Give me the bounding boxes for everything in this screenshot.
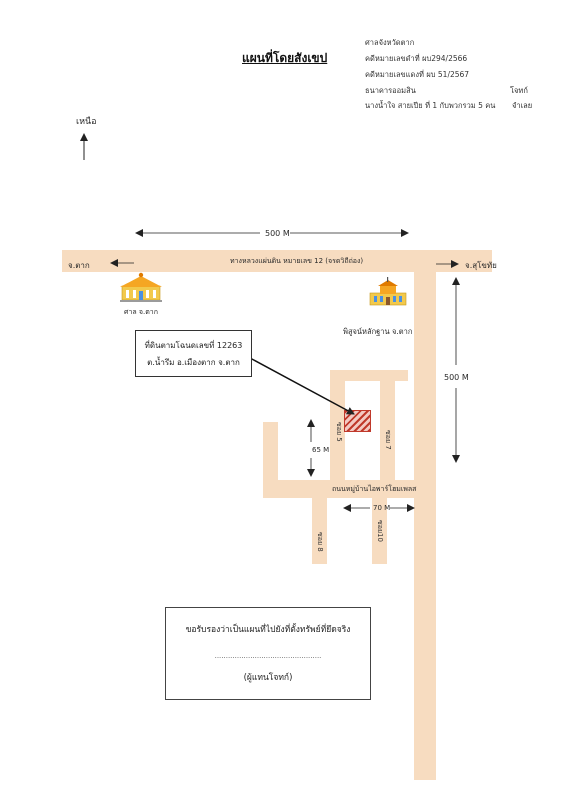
highway-label: ทางหลวงแผ่นดิน หมายเลข 12 (จรดวิถีถ่อง) xyxy=(230,257,364,265)
soi-8-road xyxy=(312,498,327,564)
map-title: แผนที่โดยสังเขป xyxy=(242,51,328,65)
to-tak-label: จ.ตาก xyxy=(68,261,90,270)
village-road xyxy=(263,480,414,498)
distance-top-label: 500 M xyxy=(265,229,290,238)
north-label: เหนือ xyxy=(76,117,97,127)
museum-building-icon xyxy=(369,277,407,306)
soi-7-label: ซอย 7 xyxy=(384,430,392,450)
callout-location: ต.น้ำรึม อ.เมืองตาก จ.ตาก xyxy=(147,357,240,367)
header-court: ศาลจังหวัดตาก xyxy=(365,38,415,47)
to-sukhothai-label: จ.สุโขทัย xyxy=(465,261,497,270)
header-red-case: คดีหมายเลขแดงที่ ผบ 51/2567 xyxy=(365,70,470,79)
certifier-role: (ผู้แทนโจทก์) xyxy=(243,673,293,683)
soi-10-road xyxy=(372,498,387,564)
signature-line: ........................................… xyxy=(214,652,322,660)
upper-connector-road xyxy=(330,370,408,381)
museum-label: พิสูจน์หลักฐาน จ.ตาก xyxy=(343,327,413,336)
court-label: ศาล จ.ตาก xyxy=(124,308,158,316)
left-stub-road xyxy=(263,422,278,487)
soi-5-road xyxy=(330,370,345,480)
soi-8-label: ซอย 8 xyxy=(316,532,324,552)
plaintiff-label: โจทก์ xyxy=(510,86,528,95)
header-defendant: นางน้ำใจ สายเปีย ที่ 1 กับพวกรวม 5 คน xyxy=(365,101,496,110)
highway-road xyxy=(62,250,492,272)
certification-box: ขอรับรองว่าเป็นแผนที่ไปยังที่ตั้งทรัพย์ท… xyxy=(165,607,371,700)
village-road-label: ถนนหมู่บ้านไอพาร์โฮมเพลส xyxy=(332,485,417,493)
court-building-icon xyxy=(120,272,162,302)
callout-deed-number: ที่ดินตามโฉนดเลขที่ 12263 xyxy=(144,340,243,350)
header-black-case: คดีหมายเลขดำที่ ผบ294/2566 xyxy=(365,54,468,63)
header-plaintiff: ธนาคารออมสิน xyxy=(365,86,416,95)
defendant-label: จำเลย xyxy=(512,101,533,110)
land-callout-box: ที่ดินตามโฉนดเลขที่ 12263 ต.น้ำรึม อ.เมื… xyxy=(135,330,252,377)
soi-5-label: ซอย 5 xyxy=(335,422,343,442)
callout-pointer xyxy=(249,357,355,415)
main-vertical-road xyxy=(414,272,436,780)
soi-7-road xyxy=(380,370,395,480)
soi-10-label: ซอย10 xyxy=(376,520,384,542)
certification-text: ขอรับรองว่าเป็นแผนที่ไปยังที่ตั้งทรัพย์ท… xyxy=(185,625,351,635)
land-parcel xyxy=(344,410,371,432)
distance-65-label: 65 M xyxy=(312,446,330,454)
distance-right-label: 500 M xyxy=(444,373,469,382)
distance-70-label: 70 M xyxy=(373,504,391,512)
